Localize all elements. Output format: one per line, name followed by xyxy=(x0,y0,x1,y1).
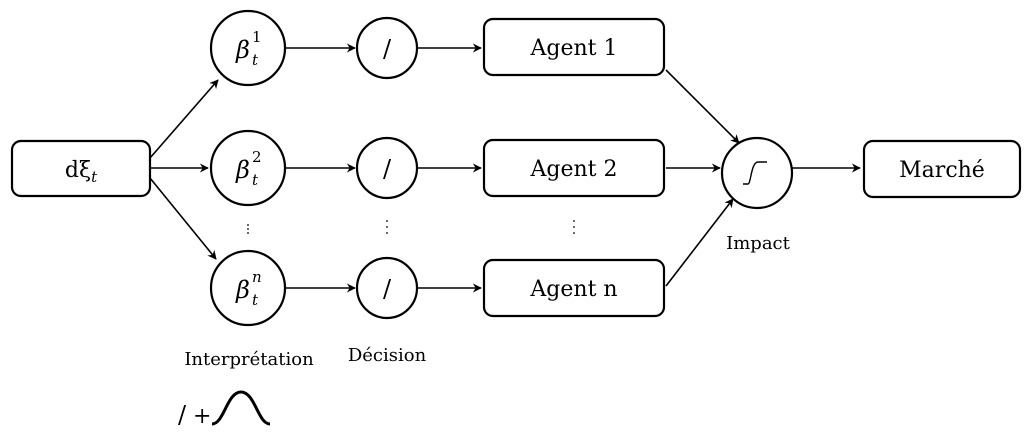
market-node: Marché xyxy=(862,139,1022,199)
beta-node-n-symbol: β xyxy=(235,276,250,304)
decision-node-2-symbol: / xyxy=(383,155,392,183)
legend: / + xyxy=(178,390,271,429)
interpretation-label: Interprétation xyxy=(184,349,314,370)
beta-node-n-subscript: t xyxy=(252,291,259,309)
legend-plus: + xyxy=(193,404,211,429)
svg-text:dξt: dξt xyxy=(65,158,98,186)
decision-node-1-symbol: / xyxy=(383,35,392,63)
beta-node-1: β 1 t xyxy=(209,9,287,87)
edge-agent1-impact xyxy=(665,69,740,144)
beta-node-n: β n t xyxy=(209,249,287,327)
ellipsis-beta xyxy=(247,224,249,234)
input-node: dξt xyxy=(10,139,152,198)
beta-node-2-superscript: 2 xyxy=(252,148,262,166)
input-node-subscript: t xyxy=(91,168,98,186)
decision-label: Décision xyxy=(348,345,427,366)
agent-node-n-label: Agent n xyxy=(529,277,617,302)
agent-node-2: Agent 2 xyxy=(482,138,666,198)
beta-node-1-subscript: t xyxy=(252,51,259,69)
decision-node-n: / xyxy=(355,256,419,320)
decision-node-n-symbol: / xyxy=(383,275,392,303)
market-node-label: Marché xyxy=(899,158,985,183)
beta-node-2: β 2 t xyxy=(209,129,287,207)
input-node-label: dξ xyxy=(65,158,91,183)
agent-node-n: Agent n xyxy=(482,258,666,318)
beta-node-n-superscript: n xyxy=(252,268,262,286)
legend-slash: / xyxy=(178,401,187,429)
impact-label: Impact xyxy=(726,233,791,254)
gaussian-icon xyxy=(211,390,271,426)
decision-node-1: / xyxy=(355,16,419,80)
decision-node-2: / xyxy=(355,136,419,200)
impact-node xyxy=(720,136,794,210)
agent-node-1: Agent 1 xyxy=(482,17,666,77)
ellipsis-agents xyxy=(573,220,575,234)
beta-node-1-superscript: 1 xyxy=(252,28,262,46)
beta-node-1-symbol: β xyxy=(235,36,250,64)
ellipsis-decision xyxy=(386,220,388,234)
beta-node-2-subscript: t xyxy=(252,171,259,189)
edge-input-betan xyxy=(149,177,217,260)
edge-input-beta1 xyxy=(149,79,219,159)
agent-node-2-label: Agent 2 xyxy=(530,157,618,182)
edge-agentn-impact xyxy=(665,198,734,287)
sigmoid-icon xyxy=(743,161,767,185)
beta-node-2-symbol: β xyxy=(235,156,250,184)
agent-node-1-label: Agent 1 xyxy=(530,36,618,61)
